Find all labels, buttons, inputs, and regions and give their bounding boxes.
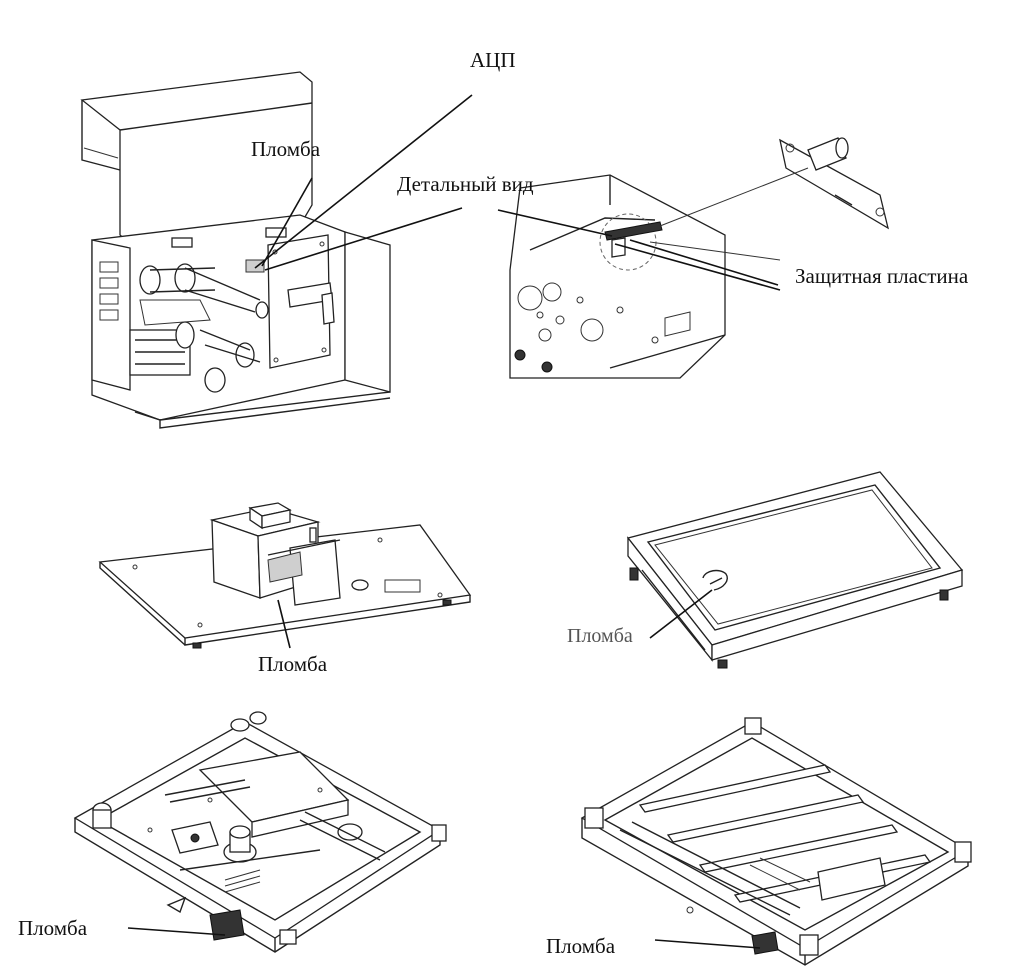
platform-scale-drawing [626, 471, 964, 669]
seal-label-frame-left: Пломба [18, 916, 88, 940]
detail-view-label: Детальный вид [397, 172, 534, 196]
seal-label-printer: Пломба [251, 137, 321, 161]
seal-label-frame-right: Пломба [546, 934, 616, 958]
seal-label-platform: Пломба [567, 625, 633, 647]
adc-label: АЦП [470, 48, 516, 72]
board-drawing [98, 502, 472, 649]
frame-right-drawing [580, 717, 972, 966]
detail-view-drawing [497, 137, 889, 379]
printer-drawing [80, 71, 473, 429]
protective-plate-label: Защитная пластина [795, 264, 969, 288]
frame-left-drawing [73, 711, 447, 953]
seal-label-board: Пломба [258, 652, 328, 676]
